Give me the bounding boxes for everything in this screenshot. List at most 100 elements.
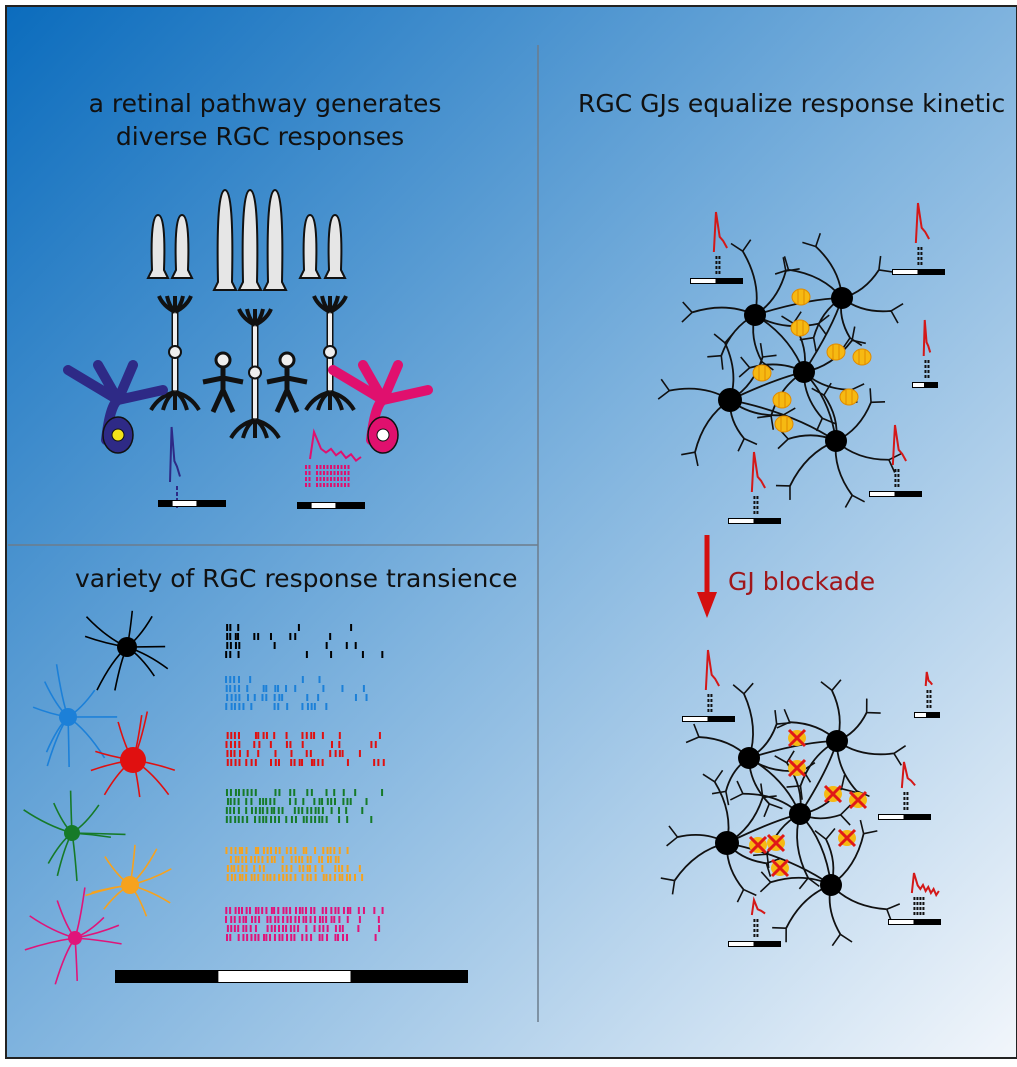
spike (277, 816, 280, 823)
spike (707, 699, 710, 702)
stimulus-on-period (913, 383, 924, 387)
bipolar-dendrite (174, 295, 193, 314)
spike (373, 759, 376, 766)
panel-title-line1: a retinal pathway generates (89, 89, 442, 118)
spike (301, 741, 304, 748)
spike (344, 477, 346, 481)
spike (322, 925, 325, 932)
spike (233, 865, 236, 872)
spike (237, 732, 240, 739)
spike (309, 865, 312, 872)
spike (290, 865, 293, 872)
spike (257, 907, 260, 914)
spike (362, 907, 365, 914)
spike (314, 807, 317, 814)
spike (265, 685, 268, 692)
spike (305, 816, 308, 823)
spike (242, 934, 245, 941)
rgc-dendrite-branch (702, 769, 724, 783)
spike (289, 633, 292, 640)
spike (913, 907, 916, 910)
gap-junction (790, 319, 810, 337)
spike (337, 471, 339, 475)
spike (354, 694, 357, 701)
spike (269, 633, 272, 640)
gap-junction-stripes (780, 417, 788, 431)
spike (176, 492, 178, 496)
spike (281, 807, 284, 814)
spike (269, 934, 272, 941)
rgc-dendrite-branch (831, 933, 853, 947)
spike (710, 699, 713, 702)
spike (381, 789, 384, 796)
spike (334, 750, 337, 757)
spike (230, 694, 233, 701)
spike (290, 934, 293, 941)
rgc-soma (120, 747, 146, 773)
spike (897, 474, 900, 477)
spike (903, 797, 906, 800)
rgc-soma (826, 730, 848, 752)
background (5, 5, 1017, 1059)
spike (917, 262, 920, 265)
spike (270, 816, 273, 823)
spike (294, 874, 297, 881)
spike (321, 807, 324, 814)
spike (273, 703, 276, 710)
spike (234, 816, 237, 823)
spike (317, 694, 320, 701)
spike (289, 789, 292, 796)
spike (374, 934, 377, 941)
spike (920, 252, 923, 255)
rgc-dendrite-branch (759, 343, 777, 358)
spike (233, 925, 236, 932)
spike (707, 694, 710, 697)
spike (310, 934, 313, 941)
stimulus-bar (728, 518, 781, 524)
spike (361, 651, 364, 658)
spike (226, 642, 229, 649)
spike (225, 685, 228, 692)
spike (305, 465, 307, 469)
spike (322, 685, 325, 692)
bipolar-soma (323, 345, 337, 359)
spike (922, 897, 925, 900)
spike (237, 907, 240, 914)
spike (273, 642, 276, 649)
spike (233, 750, 236, 757)
spike (756, 924, 759, 927)
spike (919, 912, 922, 915)
spike (926, 700, 929, 703)
spike (919, 902, 922, 905)
spike (254, 759, 257, 766)
spike (350, 624, 353, 631)
spike (753, 934, 756, 937)
spike (894, 484, 897, 487)
spike (229, 798, 232, 805)
spike (302, 847, 305, 854)
response-trace (750, 896, 766, 916)
spike (357, 907, 360, 914)
response-trace (704, 649, 720, 691)
spike (238, 847, 241, 854)
spike (338, 847, 341, 854)
spike (250, 703, 253, 710)
spike (894, 469, 897, 472)
spike (297, 925, 300, 932)
spike (929, 690, 932, 693)
spike (341, 685, 344, 692)
spike (282, 925, 285, 932)
rgc-dendrite-branch (772, 926, 787, 943)
spike (310, 703, 313, 710)
spike (254, 925, 257, 932)
spike (330, 651, 333, 658)
spike (338, 732, 341, 739)
spike (298, 907, 301, 914)
spike (254, 916, 257, 923)
spike (318, 816, 321, 823)
spike (265, 816, 268, 823)
spike (329, 750, 332, 757)
spike (226, 925, 229, 932)
spike (924, 360, 927, 363)
spike (337, 907, 340, 914)
